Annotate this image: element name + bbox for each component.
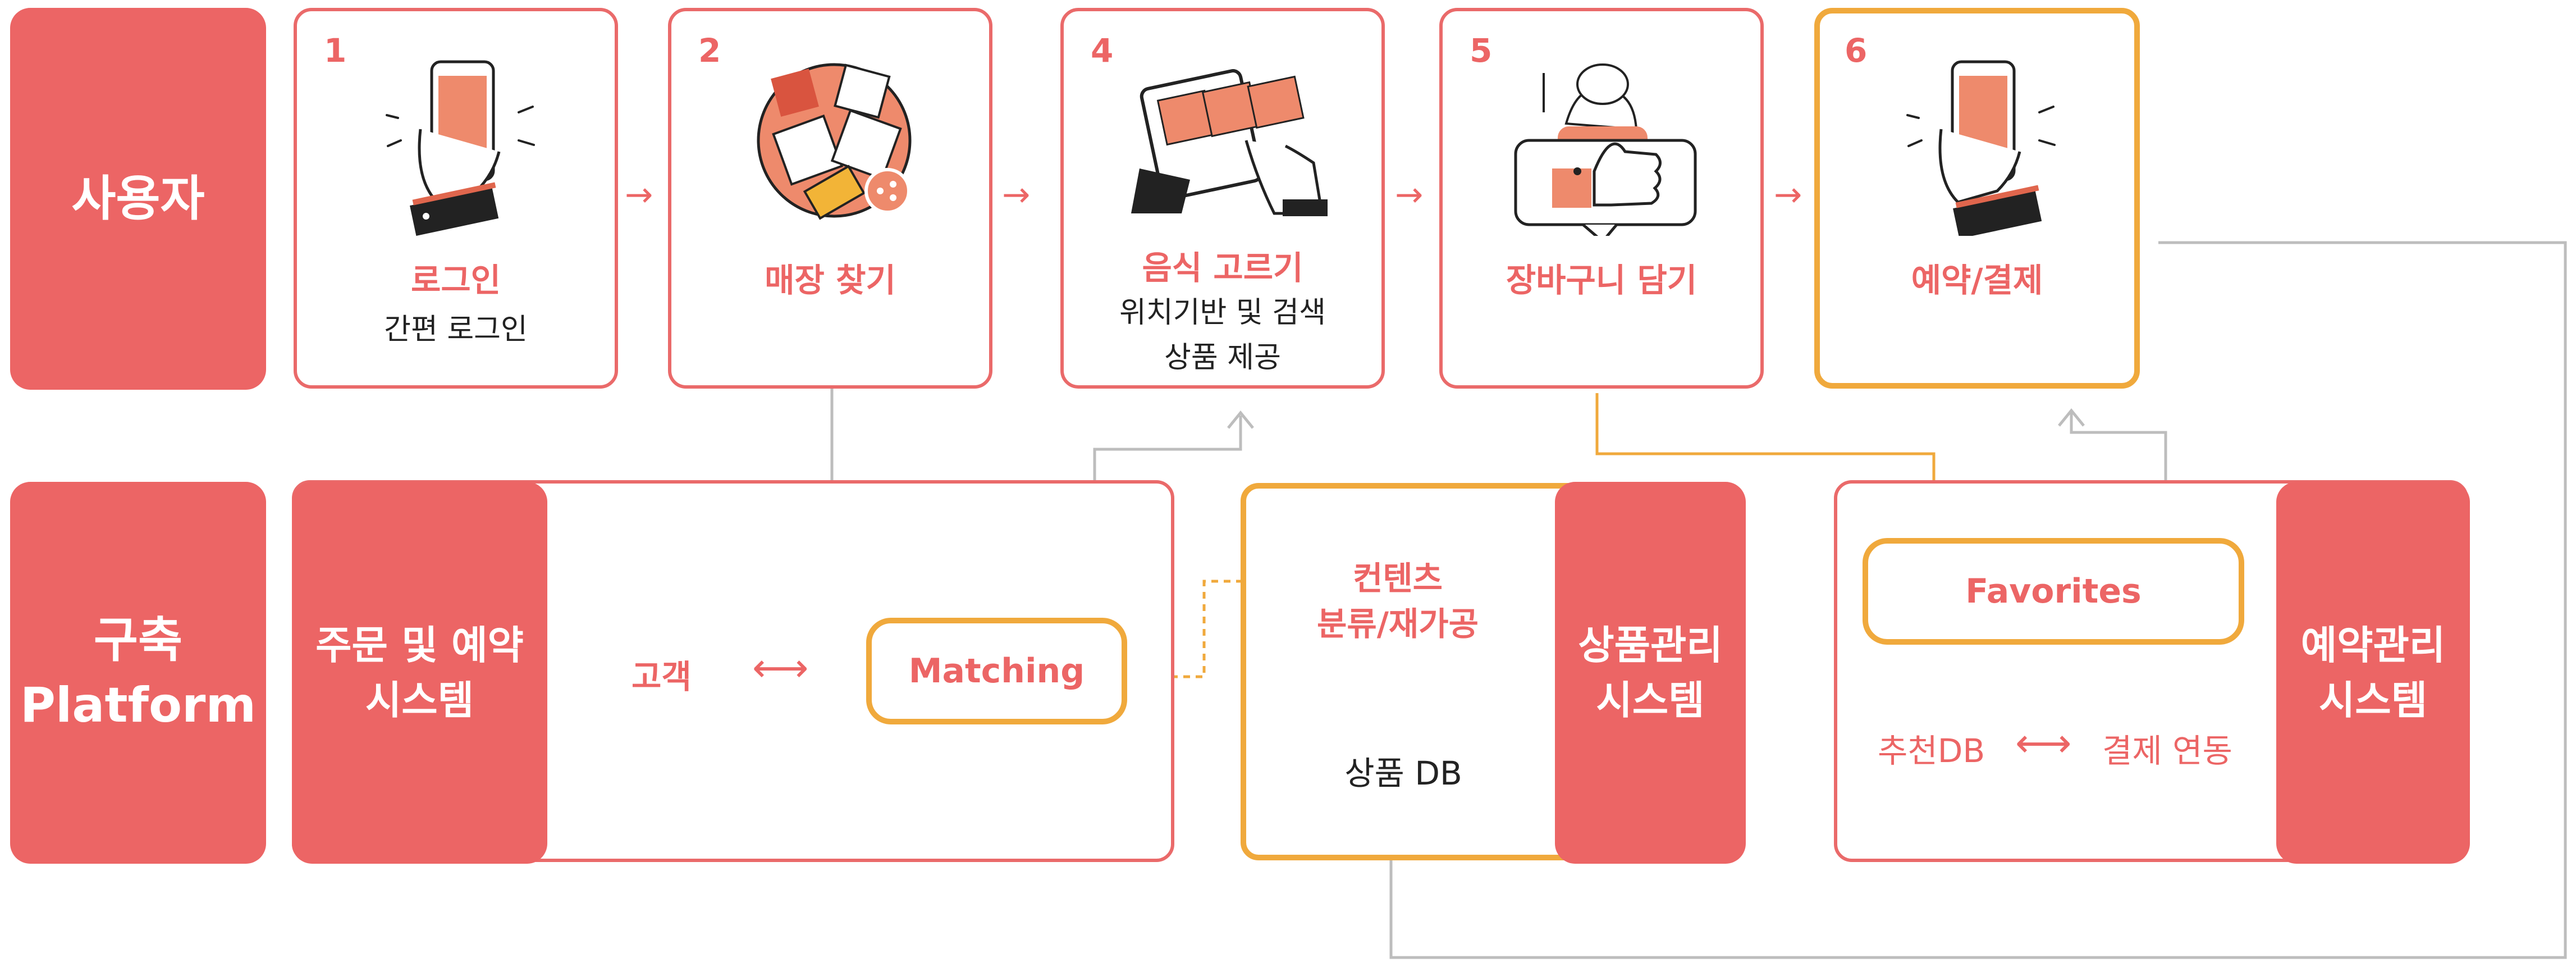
flow-arrow: → [625,175,653,215]
step-subtitle-line1: 위치기반 및 검색 [1119,296,1326,330]
user-row-label: 사용자 [10,8,266,390]
step-title: 로그인 [410,261,501,299]
content-line1: 컨텐츠 [1352,559,1443,598]
puzzle-share-icon [757,63,912,220]
customer-matching-arrow: ⟷ [752,645,809,691]
content-processing-label: 컨텐츠 분류/재가공 [1280,556,1516,647]
recommend-db-label: 추천DB [1878,732,1985,770]
user-row-label-text: 사용자 [71,170,205,227]
reservation-system-label: 예약관리 시스템 [2276,482,2470,864]
step-title: 장바구니 담기 [1506,261,1697,299]
phone-hand-icon [386,60,535,236]
phone-hand-icon [1906,60,2056,236]
order-system-label-line1: 주문 및 예약 [315,622,524,668]
reservation-system-label-line2: 시스템 [2318,677,2428,723]
step-subtitle: 간편 로그인 [384,313,528,346]
step-number: 1 [324,31,347,70]
tablet-photos-icon [1131,69,1328,216]
step-title: 매장 찾기 [765,261,896,299]
step-card-add-to-cart[interactable]: 5 장바구니 담기 [1439,8,1764,389]
step-card-find-store[interactable]: 2 매장 찾기 [668,8,992,389]
reservation-system-label-line1: 예약관리 [2300,622,2446,668]
product-system-label-line1: 상품관리 [1578,622,1723,668]
platform-row-label: 구축 Platform [10,482,266,864]
flow-arrow: → [1002,175,1031,215]
step-number: 6 [1845,31,1868,70]
favorites-label: Favorites [1965,572,2142,611]
platform-row-label-line2: Platform [20,677,257,733]
thumbs-up-woman-icon [1514,63,1697,236]
step-title: 음식 고르기 [1142,249,1303,287]
step-subtitle-line2: 상품 제공 [1164,341,1281,375]
matching-node[interactable]: Matching [866,618,1127,724]
customer-label: 고객 [632,658,692,696]
step-number: 2 [698,31,721,70]
matching-label: Matching [908,651,1085,691]
step-title: 예약/결제 [1911,261,2043,299]
step-card-login[interactable]: 1 로그인 간편 로그인 [294,8,618,389]
payment-link-label: 결제 연동 [2102,732,2232,770]
favorites-node[interactable]: Favorites [1863,538,2244,645]
step-number: 5 [1470,31,1493,70]
flow-arrow: → [1395,175,1424,215]
step-number: 4 [1091,31,1114,70]
product-system-label: 상품관리 시스템 [1555,482,1746,864]
order-system-label: 주문 및 예약 시스템 [292,482,547,864]
platform-row-label-line1: 구축 [93,612,183,668]
flow-arrow: → [1774,175,1802,215]
order-system-label-line2: 시스템 [365,677,474,723]
step-card-choose-food[interactable]: 4 음식 고르기 위치기반 및 검색 상품 제공 [1060,8,1385,389]
content-line2: 분류/재가공 [1317,605,1479,644]
product-db-label: 상품 DB [1344,754,1462,792]
recommend-payment-arrow: ⟷ [2015,720,2072,766]
step-card-reserve-pay[interactable]: 6 예약/결제 [1814,8,2140,389]
product-system-label-line2: 시스템 [1596,677,1705,723]
